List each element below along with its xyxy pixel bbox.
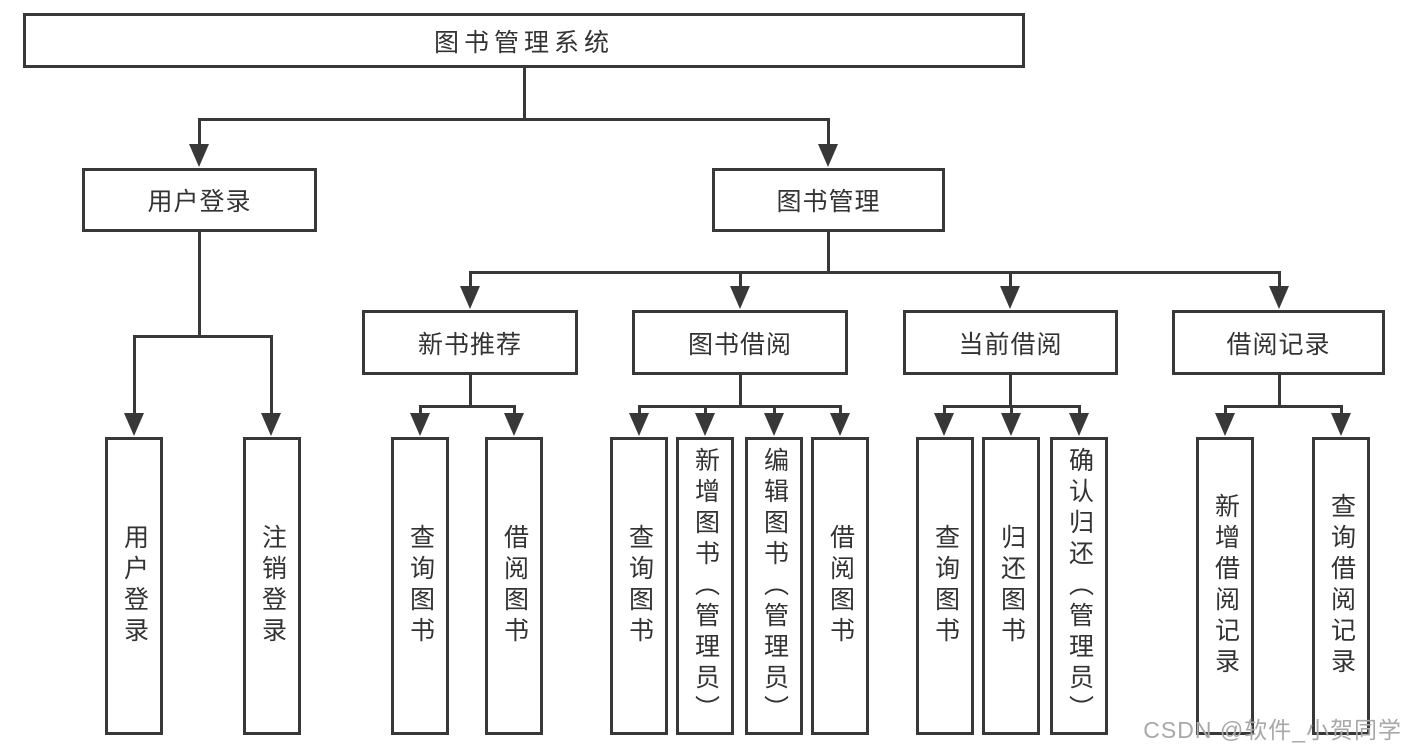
connector-stem — [523, 68, 526, 121]
arrow-down-icon — [504, 413, 524, 436]
leaf-add-borrow-record-label: 新增借阅记录 — [1211, 493, 1240, 679]
leaf-return-books: 归还图书 — [982, 437, 1040, 735]
arrow-down-icon — [629, 413, 649, 436]
leaf-confirm-return-admin-label: 确认归还（管理员） — [1065, 446, 1094, 726]
connector-stem — [469, 375, 472, 408]
connector-arrow-shaft — [133, 336, 136, 418]
arrow-down-icon — [1215, 413, 1235, 436]
arrow-down-icon — [934, 413, 954, 436]
connector-arrow-shaft — [1078, 406, 1081, 418]
connector-branch — [469, 271, 1281, 274]
arrow-down-icon — [1001, 413, 1021, 436]
leaf-borrow-books-recommend-label: 借阅图书 — [500, 524, 529, 648]
arrow-down-icon — [695, 413, 715, 436]
leaf-query-borrow-record-label: 查询借阅记录 — [1327, 493, 1356, 679]
leaf-query-books-borrow-label: 查询图书 — [625, 524, 654, 648]
connector-arrow-shaft — [827, 119, 830, 149]
node-borrowing-records: 借阅记录 — [1172, 310, 1385, 375]
arrow-down-icon — [830, 413, 850, 436]
connector-stem — [198, 232, 201, 338]
leaf-query-books-recommend-label: 查询图书 — [406, 524, 435, 648]
node-user-login-label: 用户登录 — [147, 188, 252, 216]
connector-stem — [739, 375, 742, 408]
arrow-down-icon — [124, 413, 144, 436]
leaf-edit-books-admin: 编辑图书（管理员） — [745, 437, 803, 735]
connector-stem — [827, 232, 830, 274]
leaf-query-books-borrow: 查询图书 — [610, 437, 668, 735]
leaf-add-borrow-record: 新增借阅记录 — [1196, 437, 1254, 735]
connector-branch — [198, 118, 830, 121]
leaf-add-books-admin-label: 新增图书（管理员） — [691, 446, 720, 726]
leaf-borrow-books-recommend: 借阅图书 — [485, 437, 543, 735]
node-book-borrowing: 图书借阅 — [632, 310, 848, 375]
connector-arrow-shaft — [1009, 272, 1012, 291]
leaf-user-login: 用户登录 — [105, 437, 163, 735]
connector-branch — [638, 405, 842, 408]
arrow-down-icon — [261, 413, 281, 436]
connector-arrow-shaft — [513, 406, 516, 418]
leaf-confirm-return-admin: 确认归还（管理员） — [1050, 437, 1108, 735]
arrow-down-icon — [1331, 413, 1351, 436]
node-library-management-system-label: 图书管理系统 — [433, 28, 614, 57]
arrow-down-icon — [764, 413, 784, 436]
node-current-borrowing: 当前借阅 — [903, 310, 1118, 375]
leaf-logout: 注销登录 — [243, 437, 301, 735]
arrow-down-icon — [1269, 286, 1289, 309]
connector-branch — [133, 335, 273, 338]
leaf-query-books-current-label: 查询图书 — [931, 524, 960, 648]
leaf-edit-books-admin-label: 编辑图书（管理员） — [760, 446, 789, 726]
connector-arrow-shaft — [469, 272, 472, 291]
node-book-management-label: 图书管理 — [776, 188, 881, 216]
leaf-add-books-admin: 新增图书（管理员） — [676, 437, 734, 735]
leaf-return-books-label: 归还图书 — [997, 524, 1026, 648]
arrow-down-icon — [460, 286, 480, 309]
arrow-down-icon — [1069, 413, 1089, 436]
connector-arrow-shaft — [638, 406, 641, 418]
leaf-borrow-books: 借阅图书 — [811, 437, 869, 735]
node-book-borrowing-label: 图书借阅 — [687, 330, 792, 359]
arrow-down-icon — [189, 144, 209, 167]
node-current-borrowing-label: 当前借阅 — [958, 330, 1063, 359]
connector-arrow-shaft — [1340, 406, 1343, 418]
arrow-down-icon — [410, 413, 430, 436]
connector-arrow-shaft — [943, 406, 946, 418]
connector-arrow-shaft — [773, 406, 776, 418]
connector-arrow-shaft — [419, 406, 422, 418]
arrow-down-icon — [1000, 286, 1020, 309]
connector-arrow-shaft — [839, 406, 842, 418]
leaf-query-books-current: 查询图书 — [916, 437, 974, 735]
connector-arrow-shaft — [198, 119, 201, 149]
node-user-login: 用户登录 — [82, 168, 317, 232]
connector-arrow-shaft — [704, 406, 707, 418]
arrow-down-icon — [730, 286, 750, 309]
node-library-management-system: 图书管理系统 — [23, 13, 1025, 68]
leaf-query-borrow-record: 查询借阅记录 — [1312, 437, 1370, 735]
csdn-watermark: CSDN @软件_小贺同学 — [1143, 717, 1402, 743]
connector-stem — [1278, 375, 1281, 408]
connector-arrow-shaft — [1010, 406, 1013, 418]
connector-branch — [419, 405, 516, 408]
node-new-book-recommendation-label: 新书推荐 — [417, 330, 522, 359]
arrow-down-icon — [818, 144, 838, 167]
leaf-logout-label: 注销登录 — [258, 524, 287, 648]
connector-branch — [1224, 405, 1343, 408]
node-new-book-recommendation: 新书推荐 — [362, 310, 578, 375]
connector-arrow-shaft — [739, 272, 742, 291]
connector-arrow-shaft — [1278, 272, 1281, 291]
connector-arrow-shaft — [270, 336, 273, 418]
leaf-query-books-recommend: 查询图书 — [391, 437, 449, 735]
leaf-user-login-label: 用户登录 — [120, 524, 149, 648]
leaf-borrow-books-label: 借阅图书 — [826, 524, 855, 648]
connector-arrow-shaft — [1224, 406, 1227, 418]
node-book-management: 图书管理 — [712, 168, 945, 232]
node-borrowing-records-label: 借阅记录 — [1226, 330, 1331, 359]
connector-stem — [1009, 375, 1012, 408]
